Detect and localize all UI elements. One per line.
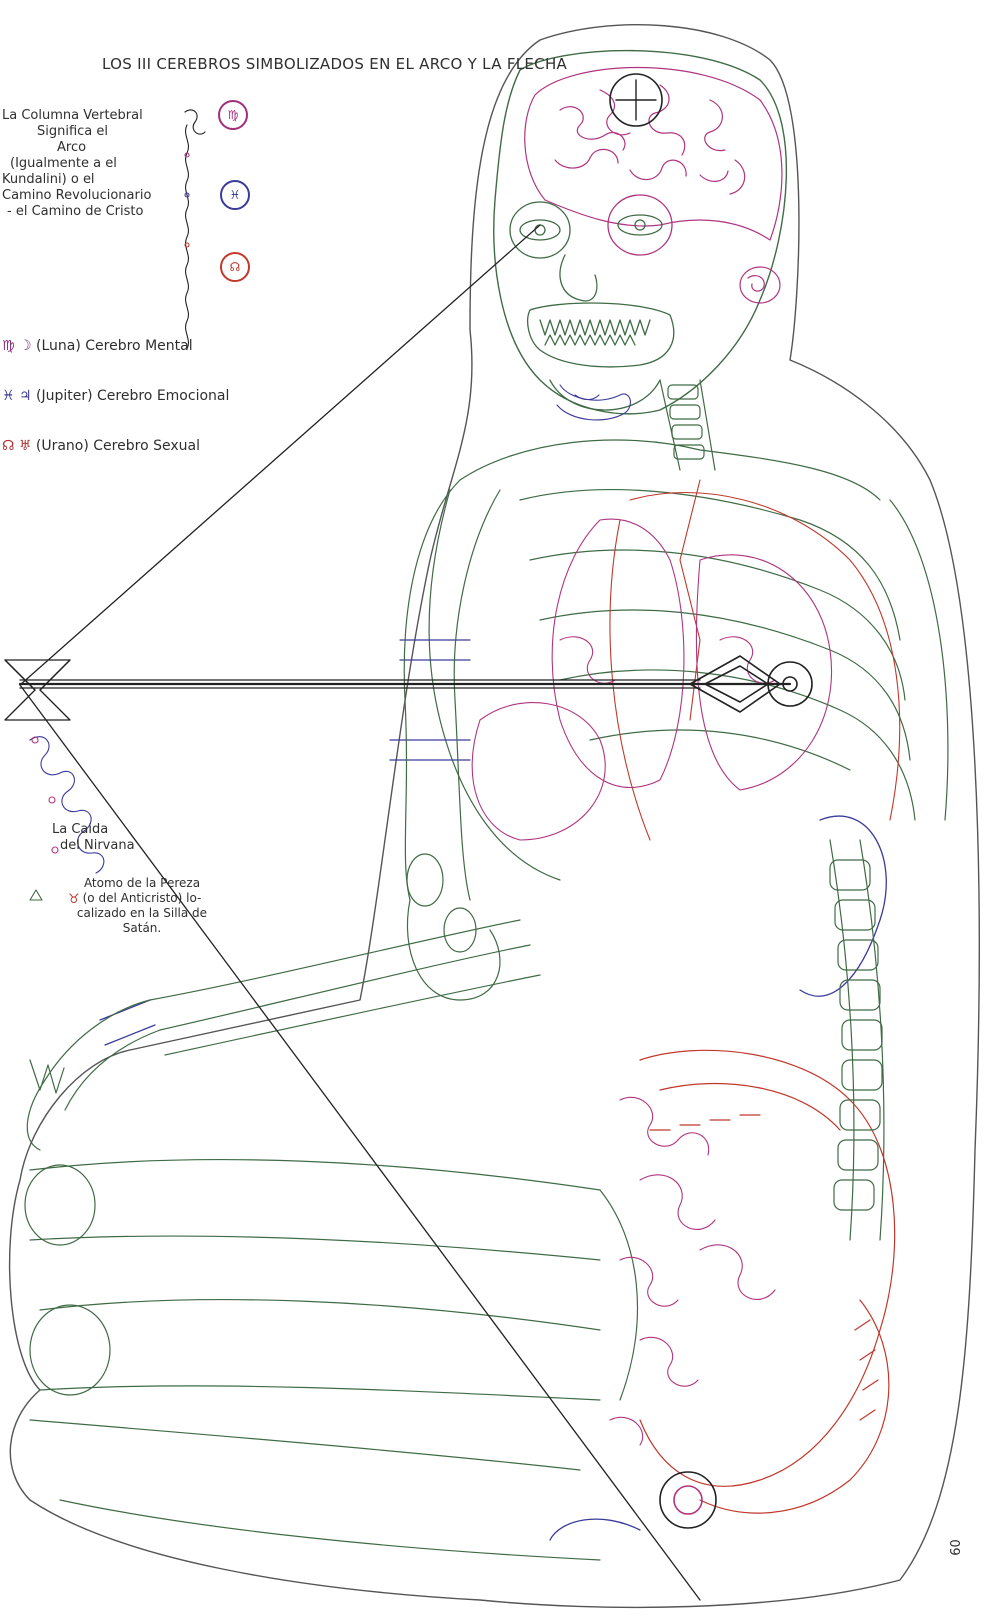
pisces-badge-icon: ♓ <box>220 180 250 210</box>
forearm <box>27 920 540 1150</box>
page-number: 60 <box>949 1539 964 1556</box>
ribcage <box>429 440 948 880</box>
spine-chain-glyph <box>185 110 205 349</box>
spine-legend-line: - el Camino de Cristo <box>2 204 187 220</box>
nirvana-fall-label: La Caida del Nirvana <box>52 822 135 854</box>
brain-label: (Jupiter) Cerebro Emocional <box>36 388 229 404</box>
brain-symbols: ☊ ♅ <box>2 438 31 454</box>
atomo-line: calizado en la Silla de <box>62 906 222 921</box>
virgo-badge-icon: ♍ <box>218 100 248 130</box>
spine-legend-line: Significa el <box>2 124 187 140</box>
spine-legend-line: (Igualmente a el <box>2 156 187 172</box>
node-badge-icon: ☊ <box>220 252 250 282</box>
spine-legend-line: Arco <box>2 140 187 156</box>
atomo-line: (o del Anticristo) lo- <box>62 891 222 906</box>
brain-label: (Urano) Cerebro Sexual <box>36 438 200 454</box>
brain-item-mental: ♍ ☽ (Luna) Cerebro Mental <box>2 338 193 354</box>
diagram-title: LOS III CEREBROS SIMBOLIZADOS EN EL ARCO… <box>102 55 567 73</box>
nirvana-fall-line: La Caida <box>52 822 135 838</box>
taurus-icon: ♉ <box>68 892 80 907</box>
intestines <box>640 1050 895 1513</box>
atomo-line: Atomo de la Pereza <box>62 876 222 891</box>
brain-item-emotional: ♓ ♃ (Jupiter) Cerebro Emocional <box>2 388 229 404</box>
head-outline <box>494 51 787 414</box>
spine-legend: La Columna Vertebral Significa el Arco (… <box>2 108 187 220</box>
spine-legend-line: Camino Revolucionario <box>2 188 187 204</box>
skull-face <box>510 195 674 410</box>
atomo-line: Satán. <box>62 921 222 936</box>
jaw-detail <box>557 385 630 420</box>
brain-label: (Luna) Cerebro Mental <box>36 338 193 354</box>
legs <box>25 1160 637 1560</box>
spine-legend-line: La Columna Vertebral <box>2 108 187 124</box>
atomo-label: Atomo de la Pereza (o del Anticristo) lo… <box>62 876 222 936</box>
nirvana-fall-line: del Nirvana <box>52 838 135 854</box>
brain-item-sexual: ☊ ♅ (Urano) Cerebro Sexual <box>2 438 200 454</box>
brain-symbols: ♓ ♃ <box>2 388 32 404</box>
brain-symbols: ♍ ☽ <box>2 338 32 354</box>
spine-legend-line: Kundalini) o el <box>2 172 187 188</box>
root-target <box>660 1472 716 1528</box>
spine-column <box>830 840 884 1240</box>
brain <box>525 68 782 304</box>
